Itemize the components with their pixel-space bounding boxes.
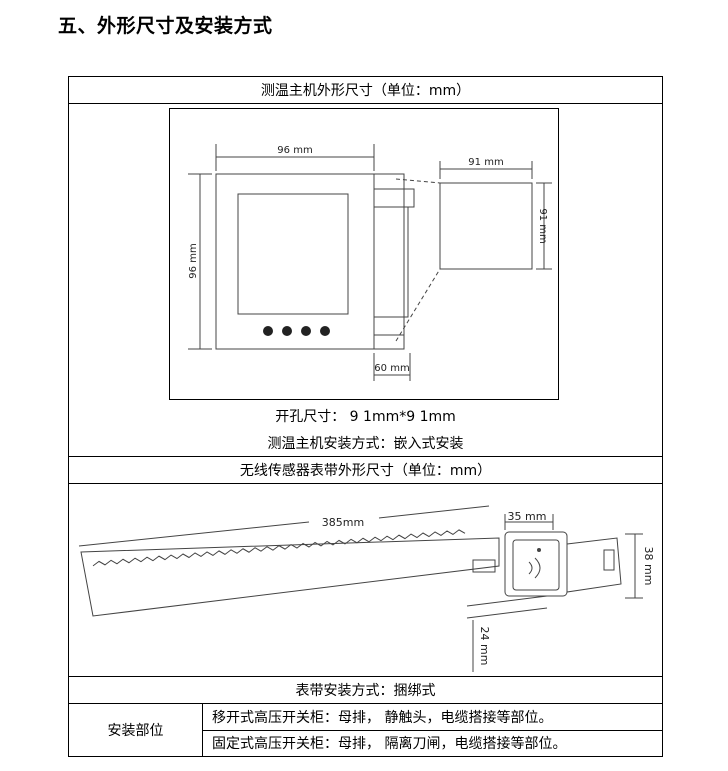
dim-depth-label: 60 mm [374,363,409,374]
install-location-line-2: 固定式高压开关柜：母排， 隔离刀闸，电缆搭接等部位。 [212,736,567,753]
display-screen [237,193,349,315]
cutout-size-text: 开孔尺寸： 9 1mm*9 1mm [275,409,456,425]
host-notes: 开孔尺寸： 9 1mm*9 1mm 测温主机安装方式：嵌入式安装 [69,404,662,458]
dim-head-height-label: 38 mm [642,547,655,586]
dim-length-label: 385mm [322,516,364,529]
dim-cutout-width-label: 91 mm [468,157,503,168]
strap-body [80,537,500,617]
panel-cutout [439,182,533,270]
front-buttons [263,326,330,336]
dim-cutout-height-label: 91 mm [537,208,548,243]
install-location-line-1: 移开式高压开关柜：母排， 静触头，电缆搭接等部位。 [203,704,662,731]
sensor-strap-drawing: 385mm 35 mm 38 mm 24 mm [78,505,655,672]
host-drawing: 96 mm 96 mm 91 mm 91 mm 60 mm [188,144,552,381]
host-install-text: 测温主机安装方式：嵌入式安装 [267,436,464,452]
spec-table: 测温主机外形尺寸（单位：mm） [68,76,663,757]
section-heading: 五、外形尺寸及安装方式 [58,15,273,37]
dim-strap-width-label: 24 mm [478,627,491,666]
host-dimension-title: 测温主机外形尺寸（单位：mm） [69,77,662,104]
host-diagram: 96 mm 96 mm 91 mm 91 mm 60 mm [169,108,559,400]
host-diagram-cell: 96 mm 96 mm 91 mm 91 mm 60 mm 开孔尺寸： 9 1m… [69,104,662,457]
sensor-dimension-title: 无线传感器表带外形尺寸（单位：mm） [69,457,662,484]
dim-head-width-label: 35 mm [508,510,547,523]
sensor-diagram-cell: 385mm 35 mm 38 mm 24 mm [69,484,662,677]
dim-height-label: 96 mm [188,243,199,278]
front-panel [215,173,375,350]
install-location-row: 安装部位 移开式高压开关柜：母排， 静触头，电缆搭接等部位。 固定式高压开关柜：… [69,704,662,756]
install-location-label: 安装部位 [69,704,203,756]
strap-install-text: 表带安装方式：捆绑式 [69,677,662,704]
sensor-head [504,531,568,597]
install-location-list: 移开式高压开关柜：母排， 静触头，电缆搭接等部位。 固定式高压开关柜：母排， 隔… [203,704,662,756]
dim-width-label: 96 mm [277,145,312,156]
